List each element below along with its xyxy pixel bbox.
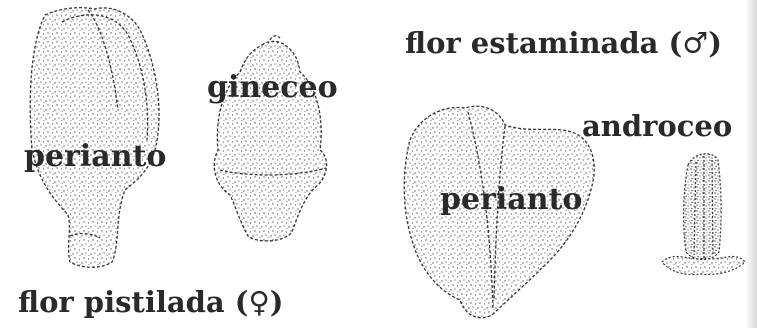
page-edge-shadow [745,0,757,328]
gynoecium-illustration [214,36,326,241]
label-androecium: androceo [582,112,732,141]
caption-pistillate-flower: flor pistilada (♀) [18,288,283,317]
label-gynoecium: gineceo [207,73,338,103]
label-perianth-pistillate: perianto [24,142,166,172]
perianth-pistillate-illustration [30,8,159,268]
androecium-illustration [662,154,745,275]
caption-staminate-flower: flor estaminada (♂) [405,29,722,58]
label-perianth-staminate: perianto [440,185,582,215]
